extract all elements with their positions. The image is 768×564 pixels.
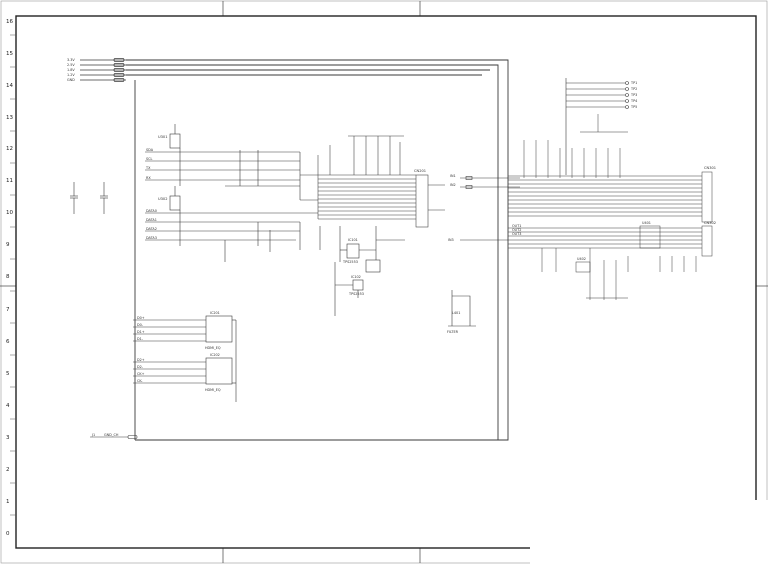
test-point-label: TP2 [630,87,637,91]
row-label: 0 [6,531,10,537]
filter-block: L401 FILTER [447,290,476,334]
lower-channel-block: U302 DATA0 DATA1 DATA2 DATA3 [145,186,318,262]
net-label: D0- [137,323,144,327]
connector-label: CN302 [704,221,716,225]
power-input-label: 1.8V [67,68,75,72]
ic-label: IC202 [210,353,220,357]
ic-label: IC102 [351,275,361,279]
row-label: 8 [6,274,10,280]
row-label: 11 [6,178,13,184]
scan-blank-area [530,500,768,564]
net-label: IN1 [450,174,456,178]
row-label: 2 [6,467,10,473]
net-label: SDA [146,148,154,152]
ic-label: U401 [642,221,651,225]
test-point-label: TP1 [630,81,637,85]
row-label: 4 [6,403,10,409]
net-label: CK- [137,379,143,383]
net-label: DATA3 [146,236,157,240]
row-label: 1 [6,499,10,505]
net-label: DATA1 [146,218,157,222]
mid-power-switches: IC101 TPS2553 IC102 TPS2553 [319,226,405,316]
row-label: 9 [6,242,10,248]
filter-label: L401 [452,311,460,315]
connector-label: J1 [91,433,95,437]
ic-part: TPS2553 [342,260,358,264]
row-label: 12 [6,146,13,152]
net-label: DATA0 [146,209,157,213]
ic-label: IC201 [210,311,220,315]
net-label: RX [146,176,151,180]
net-label: SCL [146,157,153,161]
ic-part: HDMI_EQ [205,346,221,350]
test-point-label: TP3 [630,93,637,97]
row-label: 7 [6,307,10,313]
net-label: DATA2 [146,227,157,231]
upper-channel-block: U301 SDA SCL TX RX [145,124,318,201]
row-label: 15 [6,51,13,57]
test-points: TP1 TP2 TP3 TP4 TP5 [565,78,637,175]
net-label: D1- [137,337,144,341]
row-label: 10 [6,210,13,216]
right-connector-area: CN301 CN302 U401 U402 OUT1 OUT2 OUT3 [508,114,716,300]
mid-right-inputs: IN1 IN2 IN3 [448,174,520,242]
net-label: OUT2 [512,228,521,232]
net-label: IN2 [450,183,456,187]
net-label: GND_CH [104,433,119,437]
main-bus-frame [126,59,509,441]
test-point-label: TP5 [630,105,637,109]
lower-equalizers: IC201 HDMI_EQ IC202 HDMI_EQ D0+ D0- D1+ … [133,311,237,402]
ic-label: U302 [158,197,168,201]
net-label: IN3 [448,238,454,242]
left-caps [70,182,108,214]
power-inputs: 3.3V 2.5V 1.8V 1.2V GND [67,58,126,82]
net-label: OUT1 [512,224,521,228]
power-input-label: 2.5V [67,63,75,67]
power-input-label: 3.3V [67,58,75,62]
row-label: 3 [6,435,10,441]
filter-name: FILTER [447,330,459,334]
net-label: CK+ [137,372,145,376]
row-label: 6 [6,339,10,345]
ic-part: TPS2553 [348,292,364,296]
central-connector: CN201 [317,135,445,228]
bottom-connector: J1 GND_CH [90,433,138,439]
net-label: D2- [137,365,144,369]
ic-part: HDMI_EQ [205,388,221,392]
row-label: 5 [6,371,10,377]
row-label: 14 [6,83,13,89]
ic-label: U301 [158,135,168,139]
ic-label: U402 [577,257,586,261]
connector-label: CN301 [704,166,716,170]
net-label: D2+ [137,358,145,362]
row-label: 13 [6,115,13,121]
row-labels: 16 15 14 13 12 11 10 9 8 7 6 5 4 3 2 1 0 [6,19,16,537]
power-input-label: GND [67,78,75,82]
net-label: TX [145,166,151,170]
test-point-label: TP4 [630,99,637,103]
net-label: D0+ [137,316,145,320]
row-label: 16 [6,19,13,25]
net-label: OUT3 [512,232,521,236]
ic-label: IC101 [348,238,358,242]
connector-label: CN201 [414,169,426,173]
power-input-label: 1.2V [67,73,75,77]
net-label: D1+ [137,330,145,334]
